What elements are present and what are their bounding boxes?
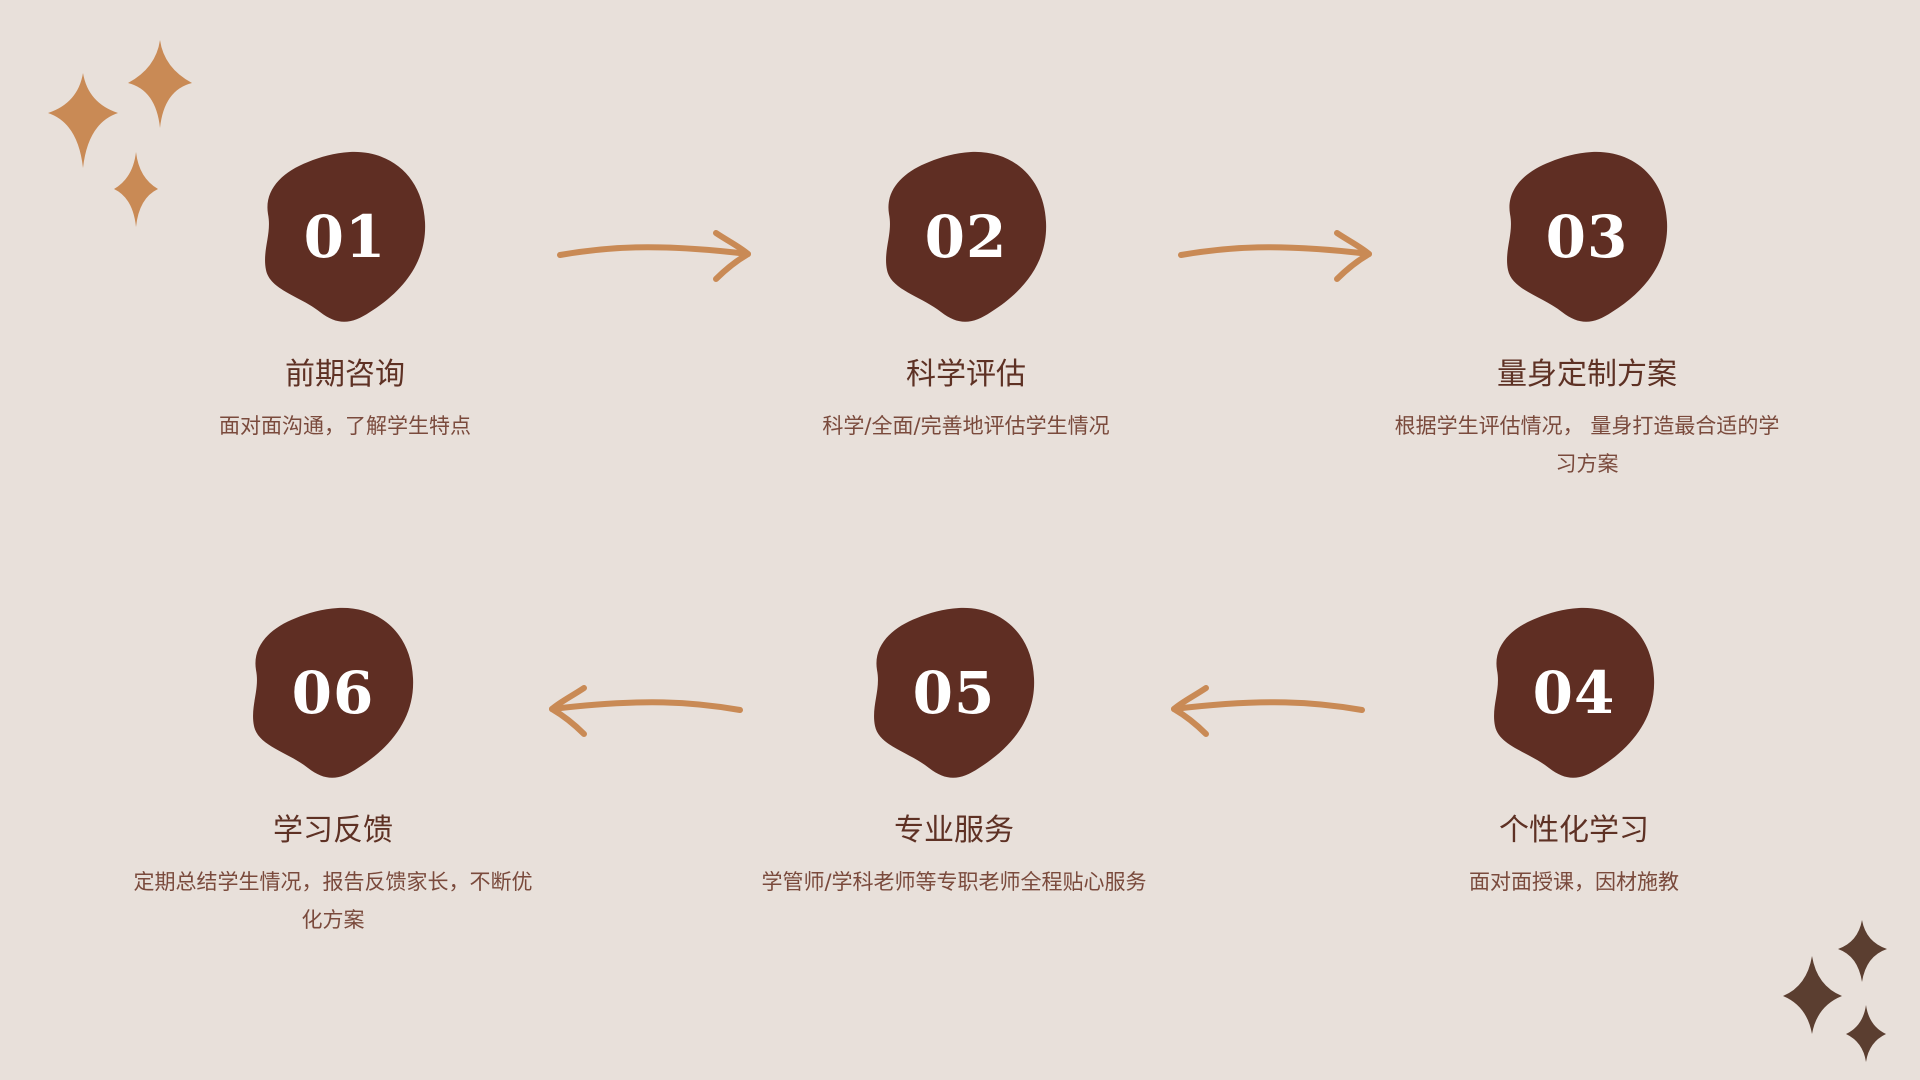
step-title: 个性化学习 <box>1499 813 1649 848</box>
step-number: 04 <box>1532 659 1616 727</box>
step-title: 量身定制方案 <box>1497 357 1677 392</box>
arrow-right-icon <box>1178 230 1372 282</box>
blob-shape-icon <box>1494 607 1655 778</box>
step-03: 03 量身定制方案 根据学生评估情况， 量身打造最合适的学习方案 <box>1377 150 1797 483</box>
step-title: 专业服务 <box>894 813 1014 848</box>
step-description: 学管师/学科老师等专职老师全程贴心服务 <box>761 870 1147 894</box>
step-number: 06 <box>291 659 375 727</box>
step-badge: 05 <box>869 606 1039 781</box>
step-04: 04 个性化学习 面对面授课，因材施教 <box>1364 606 1784 901</box>
step-description: 科学/全面/完善地评估学生情况 <box>822 414 1110 438</box>
step-badge: 02 <box>881 150 1051 325</box>
step-number: 05 <box>912 659 996 727</box>
arrow-right-icon <box>557 230 751 282</box>
step-title: 学习反馈 <box>273 813 393 848</box>
step-description: 面对面沟通，了解学生特点 <box>219 414 471 438</box>
arrow-left-icon <box>1171 685 1365 737</box>
step-description: 定期总结学生情况，报告反馈家长，不断优化方案 <box>133 870 533 932</box>
step-06: 06 学习反馈 定期总结学生情况，报告反馈家长，不断优化方案 <box>123 606 543 939</box>
step-badge: 06 <box>248 606 418 781</box>
step-description: 根据学生评估情况， 量身打造最合适的学习方案 <box>1394 414 1780 476</box>
step-title: 前期咨询 <box>285 357 405 392</box>
step-number: 02 <box>924 203 1008 271</box>
step-description: 面对面授课，因材施教 <box>1469 870 1679 894</box>
step-number: 03 <box>1545 203 1629 271</box>
step-badge: 01 <box>260 150 430 325</box>
arrow-left-icon <box>549 685 743 737</box>
step-title: 科学评估 <box>906 357 1026 392</box>
blob-shape-icon <box>265 151 426 322</box>
sparkles-bottom-right-icon <box>1783 920 1887 1062</box>
blob-shape-icon <box>1507 151 1668 322</box>
step-badge: 03 <box>1502 150 1672 325</box>
step-number: 01 <box>303 203 387 271</box>
blob-shape-icon <box>886 151 1047 322</box>
step-02: 02 科学评估 科学/全面/完善地评估学生情况 <box>756 150 1176 445</box>
blob-shape-icon <box>874 607 1035 778</box>
step-05: 05 专业服务 学管师/学科老师等专职老师全程贴心服务 <box>744 606 1164 901</box>
step-badge: 04 <box>1489 606 1659 781</box>
blob-shape-icon <box>253 607 414 778</box>
step-01: 01 前期咨询 面对面沟通，了解学生特点 <box>135 150 555 445</box>
